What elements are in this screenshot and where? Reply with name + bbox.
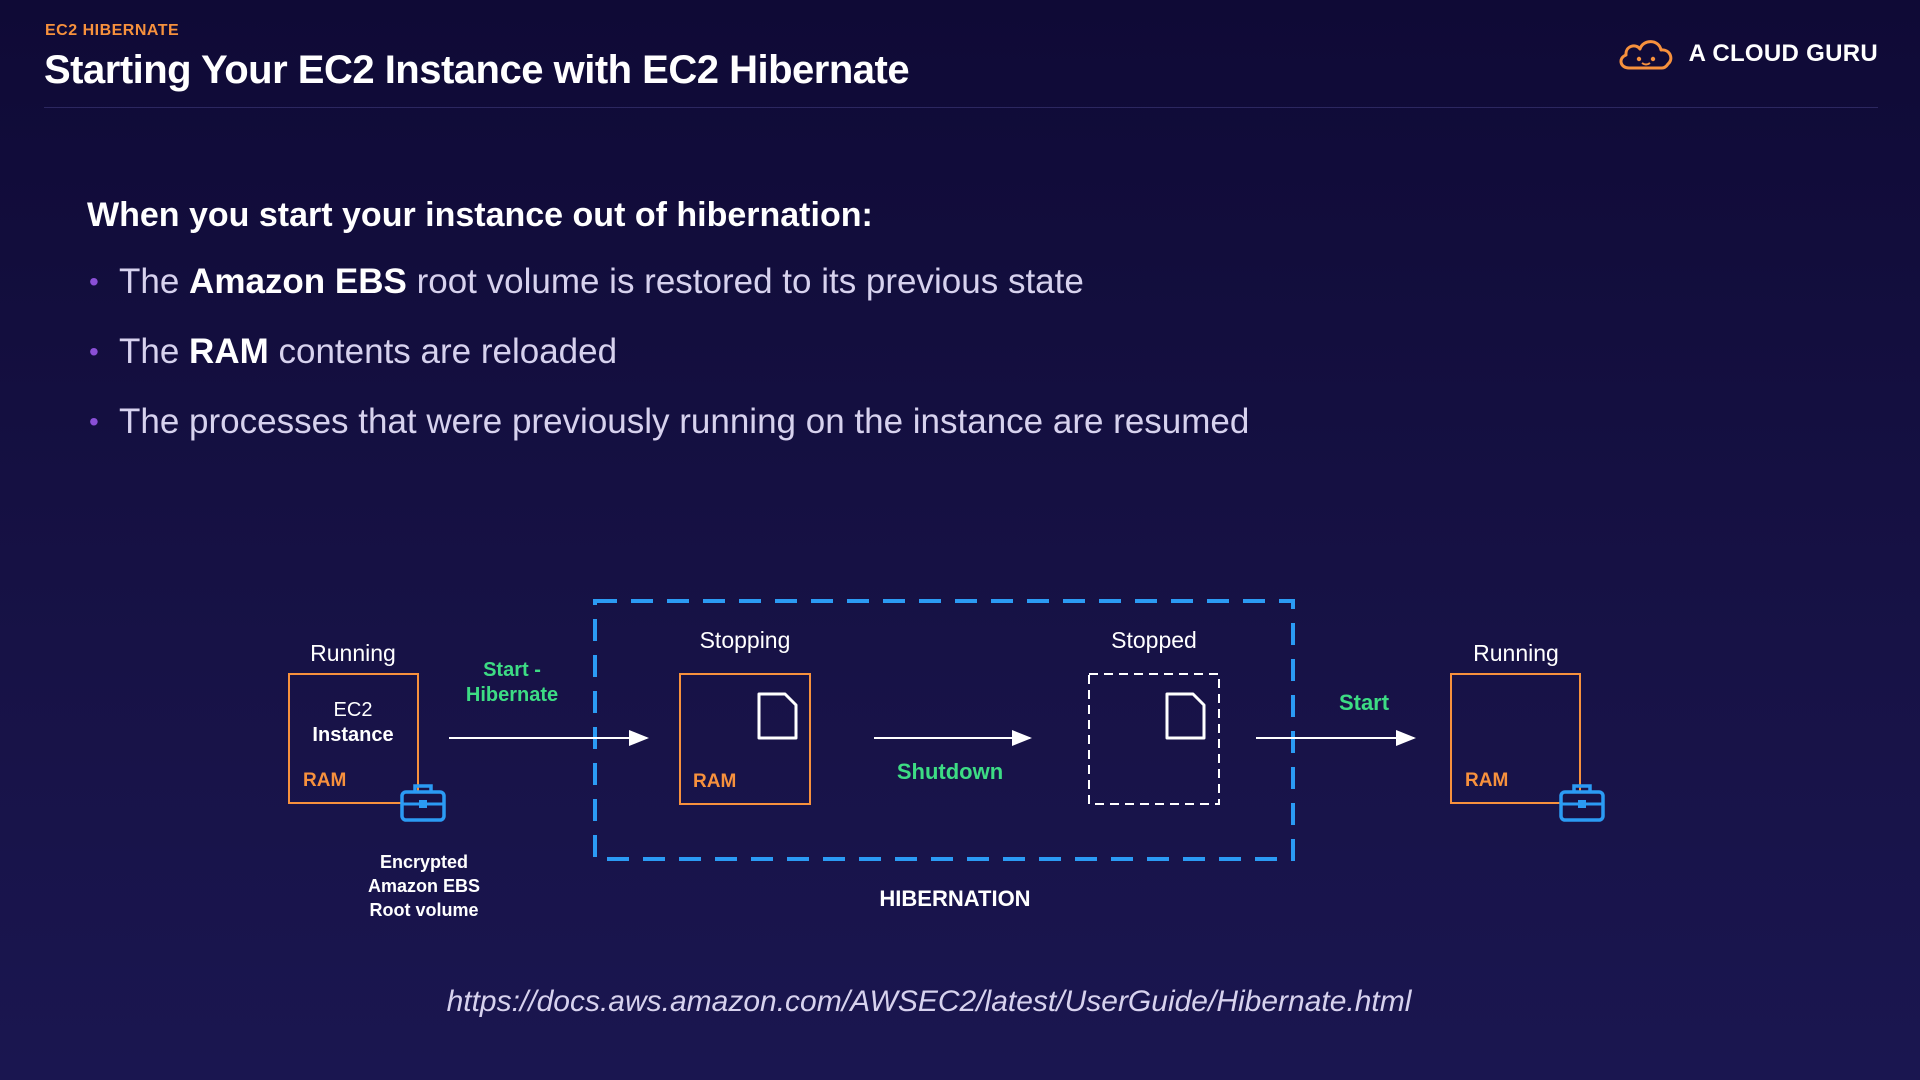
hibernation-label: HIBERNATION: [879, 886, 1030, 911]
bullet-ebs-restored: •The Amazon EBS root volume is restored …: [89, 262, 1084, 301]
hibernation-region: [593, 599, 1295, 861]
cloud-logo-icon: [1619, 40, 1672, 70]
bullet-list: •The Amazon EBS root volume is restored …: [87, 262, 1249, 472]
ebs-volume-icon: [400, 784, 446, 822]
ram-label-left: RAM: [303, 770, 346, 791]
instance-label: Instance: [312, 724, 393, 746]
start-hibernate-label-line1: Start -: [483, 659, 541, 681]
running-instance-box: [1450, 673, 1581, 804]
bullet-processes-resumed: •The processes that were previously runn…: [89, 402, 1250, 441]
brand-logo: A CLOUD GURU: [1615, 34, 1878, 74]
running-right-label: Running: [1473, 640, 1559, 666]
bullet-dot-icon: •: [89, 336, 99, 367]
ec2-instance-box: [288, 673, 419, 804]
ram-label-stopping: RAM: [693, 771, 736, 792]
section-kicker: EC2 HIBERNATE: [45, 22, 180, 39]
file-icon: [1165, 692, 1206, 740]
start-hibernate-label-line2: Hibernate: [466, 684, 558, 706]
shutdown-label: Shutdown: [897, 759, 1003, 784]
intro-heading: When you start your instance out of hibe…: [87, 196, 873, 234]
stopping-instance-box: [679, 673, 811, 805]
ram-file-icon: [757, 692, 798, 740]
bullet-dot-icon: •: [89, 266, 99, 297]
hibernation-diagram: HIBERNATION Running EC2 Instance RAM Enc…: [288, 599, 1605, 920]
bullet-dot-icon: •: [89, 406, 99, 437]
stopped-instance-box: [1088, 673, 1220, 805]
stopping-label: Stopping: [700, 627, 791, 653]
ebs-volume-icon: [1559, 784, 1605, 822]
slide-title: Starting Your EC2 Instance with EC2 Hibe…: [44, 48, 910, 92]
running-left-label: Running: [310, 640, 396, 666]
ebs-caption-line1: Encrypted: [380, 852, 468, 872]
bullet-ram-reloaded: •The RAM contents are reloaded: [89, 332, 618, 371]
ebs-caption-line3: Root volume: [369, 900, 478, 920]
brand-name: A CLOUD GURU: [1688, 40, 1878, 67]
ec2-label: EC2: [334, 699, 373, 721]
stopped-label: Stopped: [1111, 627, 1197, 653]
start-label: Start: [1339, 690, 1390, 715]
ebs-caption-line2: Amazon EBS: [368, 876, 480, 896]
docs-url-link[interactable]: https://docs.aws.amazon.com/AWSEC2/lates…: [446, 985, 1412, 1018]
header-divider: [44, 107, 1878, 108]
ram-label-right: RAM: [1465, 770, 1508, 791]
